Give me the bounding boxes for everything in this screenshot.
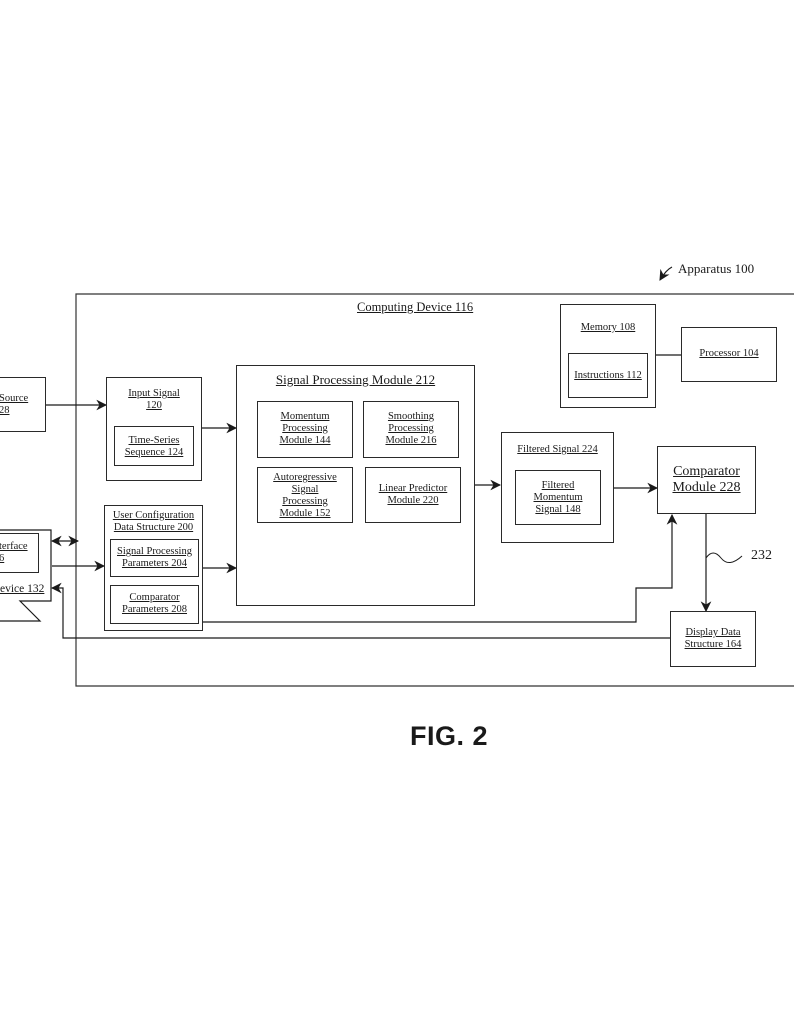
comparator-parameters-box: Comparator Parameters 208 (110, 585, 199, 624)
device-132-label: evice 132 (0, 583, 45, 595)
user-configuration-box: User Configuration Data Structure 200 Si… (104, 505, 203, 631)
signal-processing-parameters-box: Signal Processing Parameters 204 (110, 539, 199, 577)
input-signal-number: 120 (146, 400, 162, 411)
interface-label-line2: 6 (0, 553, 5, 564)
display-label-1: Display Data (685, 627, 741, 638)
smoothing-label-3: Module 216 (385, 435, 437, 446)
autoregressive-processing-box: Autoregressive Signal Processing Module … (257, 467, 353, 523)
signal-source-box: Source 28 (0, 377, 46, 432)
time-series-label-2: Sequence 124 (124, 447, 184, 458)
arrow-display-to-device (50, 582, 670, 639)
display-label-2: Structure 164 (684, 639, 742, 650)
sp-params-label-2: Parameters 204 (121, 558, 188, 569)
signal-processing-module-box: Signal Processing Module 212 Momentum Pr… (236, 365, 475, 606)
comparator-label-2: Module 228 (672, 480, 741, 495)
comp-params-label-2: Parameters 208 (121, 604, 188, 615)
time-series-box: Time-Series Sequence 124 (114, 426, 194, 466)
autoreg-label-3: Processing (282, 496, 328, 507)
interface-box: terface 6 (0, 533, 39, 573)
autoreg-label-2: Signal (291, 484, 319, 495)
figure-caption: FIG. 2 (410, 721, 489, 751)
arrow-params-to-comparator (203, 513, 678, 623)
momentum-label-1: Momentum (280, 411, 330, 422)
smoothing-label-2: Processing (388, 423, 434, 434)
user-config-label-1: User Configuration (112, 510, 195, 521)
linear-predictor-box: Linear Predictor Module 220 (365, 467, 461, 523)
display-data-structure-box: Display Data Structure 164 (670, 611, 756, 667)
instructions-box: Instructions 112 (568, 353, 648, 398)
spm-title: Signal Processing Module 212 (275, 372, 436, 387)
time-series-label-1: Time-Series (128, 435, 180, 446)
comp-params-label-1: Comparator (129, 592, 180, 603)
filtered-mom-label-3: Signal 148 (535, 504, 581, 515)
processor-label: Processor 104 (699, 348, 759, 359)
comparator-module-box: Comparator Module 228 (657, 446, 756, 514)
input-signal-box: Input Signal 120 Time-Series Sequence 12… (106, 377, 202, 481)
filtered-mom-label-2: Momentum (533, 492, 583, 503)
filtered-signal-label: Filtered Signal 224 (517, 444, 598, 455)
sp-params-label-1: Signal Processing (117, 546, 192, 557)
filtered-signal-box: Filtered Signal 224 Filtered Momentum Si… (501, 432, 614, 543)
momentum-label-3: Module 144 (279, 435, 331, 446)
memory-box: Memory 108 Instructions 112 (560, 304, 656, 408)
memory-label: Memory 108 (580, 322, 636, 333)
computing-device-label: Computing Device 116 (357, 300, 474, 314)
filtered-momentum-signal-box: Filtered Momentum Signal 148 (515, 470, 601, 525)
input-signal-label: Input Signal (128, 388, 180, 399)
smoothing-label-1: Smoothing (387, 411, 435, 422)
comparator-label-1: Comparator (673, 464, 740, 479)
user-config-label-2: Data Structure 200 (113, 522, 194, 533)
reference-232-leader (705, 552, 743, 563)
processor-box: Processor 104 (681, 327, 777, 382)
computing-device-boundary (75, 293, 794, 687)
momentum-label-2: Processing (282, 423, 328, 434)
filtered-mom-label-1: Filtered (541, 480, 575, 491)
interface-label-line1: terface (0, 541, 28, 552)
reference-232: 232 (751, 548, 772, 563)
autoreg-label-1: Autoregressive (273, 472, 337, 483)
device-132-outline (0, 529, 52, 622)
autoreg-label-4: Module 152 (279, 508, 331, 519)
linear-label-1: Linear Predictor (378, 483, 448, 494)
smoothing-processing-box: Smoothing Processing Module 216 (363, 401, 459, 458)
apparatus-label: Apparatus 100 (678, 261, 755, 276)
source-label-line1: Source (0, 393, 29, 404)
apparatus-pointer-arrow (659, 266, 673, 281)
source-label-line2: 28 (0, 405, 10, 416)
momentum-processing-box: Momentum Processing Module 144 (257, 401, 353, 458)
linear-label-2: Module 220 (387, 495, 439, 506)
instructions-label: Instructions 112 (574, 370, 642, 381)
